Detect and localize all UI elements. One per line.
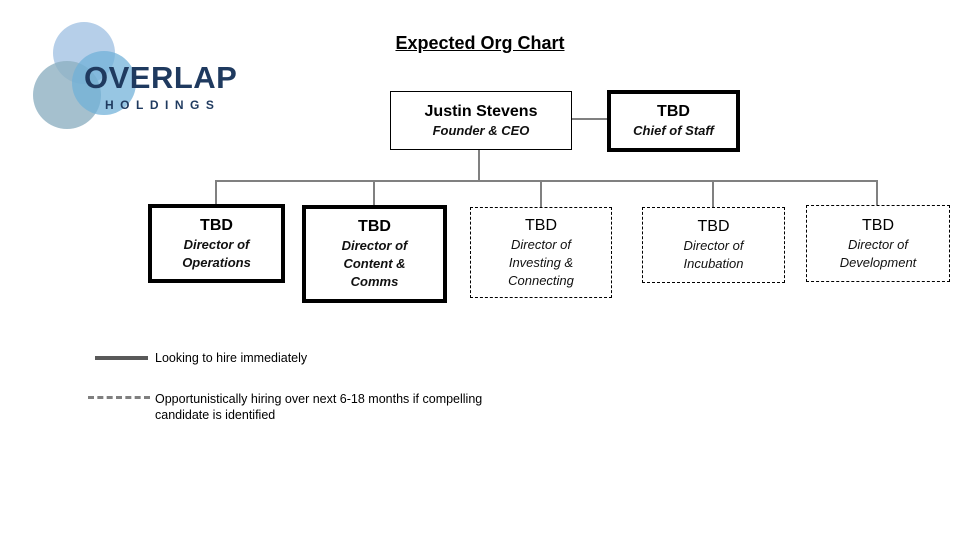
- org-box-director-incubation-role: Director of Incubation: [683, 238, 744, 271]
- org-box-ceo-name: Justin Stevens: [424, 102, 538, 120]
- connector-stub-content-comms: [373, 180, 375, 206]
- connector-horizontal-bus: [215, 180, 878, 182]
- org-box-ceo: Justin Stevens Founder & CEO: [390, 91, 572, 150]
- legend-dashed-line-swatch: [88, 396, 150, 399]
- org-box-director-content-comms-name: TBD: [358, 218, 391, 235]
- company-logo: OVERLAP HOLDINGS: [0, 0, 280, 140]
- page-title: Expected Org Chart: [395, 33, 565, 53]
- logo-brand-text: OVERLAP: [84, 60, 238, 95]
- connector-ceo-drop: [478, 150, 480, 181]
- org-box-chief-of-staff: TBD Chief of Staff: [607, 90, 740, 152]
- org-box-director-operations: TBD Director of Operations: [148, 204, 285, 283]
- logo-sub-brand-text: HOLDINGS: [105, 98, 221, 112]
- org-box-director-content-comms-role: Director of Content & Comms: [341, 238, 408, 289]
- org-box-director-incubation-name: TBD: [697, 218, 730, 235]
- org-box-director-investing-connecting-role: Director of Investing & Connecting: [508, 236, 574, 288]
- org-box-director-operations-name: TBD: [200, 216, 233, 234]
- org-box-chief-of-staff-name: TBD: [657, 103, 690, 120]
- org-box-director-development-role: Director of Development: [839, 236, 917, 270]
- connector-stub-investing-connecting: [540, 180, 542, 208]
- connector-ceo-to-chief-of-staff: [571, 118, 608, 120]
- org-box-chief-of-staff-role: Chief of Staff: [633, 123, 714, 138]
- connector-stub-development: [876, 180, 878, 206]
- connector-stub-incubation: [712, 180, 714, 208]
- org-box-ceo-role: Founder & CEO: [432, 122, 530, 138]
- legend-label-opportunistic: Opportunistically hiring over next 6-18 …: [155, 392, 483, 422]
- org-box-director-investing-connecting: TBD Director of Investing & Connecting: [470, 207, 612, 298]
- logo-circle-right-icon: [72, 51, 136, 115]
- org-box-director-development: TBD Director of Development: [806, 205, 950, 282]
- org-box-director-operations-role: Director of Operations: [182, 236, 251, 270]
- connector-stub-operations: [215, 180, 217, 205]
- legend-solid-line-swatch: [95, 356, 148, 360]
- org-box-director-incubation: TBD Director of Incubation: [642, 207, 785, 283]
- org-box-director-investing-connecting-name: TBD: [525, 216, 557, 234]
- org-box-director-content-comms: TBD Director of Content & Comms: [302, 205, 447, 303]
- org-box-director-development-name: TBD: [862, 216, 894, 234]
- legend-label-immediate: Looking to hire immediately: [155, 351, 308, 365]
